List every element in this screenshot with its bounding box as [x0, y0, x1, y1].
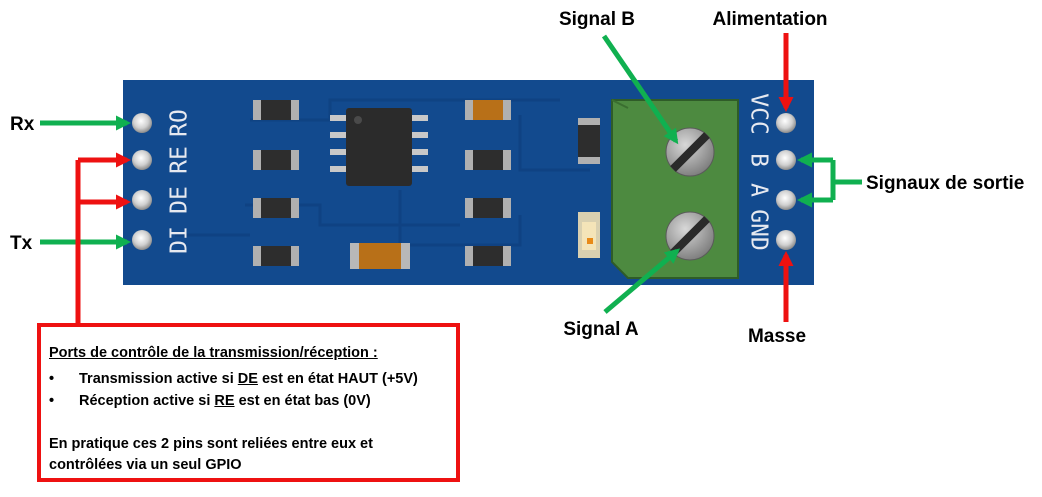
label-rx: Rx [10, 114, 35, 135]
pin-label-re: RE [167, 146, 193, 174]
terminal-block [611, 99, 739, 279]
arrow-re-de-control [75, 152, 131, 323]
pin-label-a: A [746, 183, 772, 197]
bullet-text: est en état bas (0V) [234, 393, 371, 409]
pin-label-ro: RO [167, 109, 193, 137]
bullet-text: Réception active si [79, 393, 215, 409]
label-tx: Tx [10, 233, 33, 254]
label-signaux-sortie: Signaux de sortie [866, 173, 1024, 194]
info-note: En pratique ces 2 pins sont reliées entr… [49, 436, 373, 473]
right-pin-pads [776, 113, 796, 250]
bullet-text: Transmission active si [79, 371, 238, 387]
smd-resistor [465, 198, 511, 218]
label-alimentation: Alimentation [712, 9, 827, 30]
label-masse: Masse [748, 326, 806, 347]
smd-capacitor [465, 100, 511, 120]
bullet-key-de: DE [237, 371, 258, 387]
arrow-signaux-sortie [797, 152, 862, 208]
control-ports-info-box: Ports de contrôle de la transmission/réc… [37, 323, 460, 482]
smd-resistor [465, 246, 511, 266]
pin-label-vcc: VCC [746, 93, 772, 135]
smd-resistor [465, 150, 511, 170]
ic-chip [330, 108, 428, 186]
label-signal-b: Signal B [559, 9, 635, 30]
bullet-text: est en état HAUT (+5V) [257, 371, 418, 387]
bullet-dot: • [49, 371, 55, 387]
left-pin-pads [132, 113, 152, 250]
bullet-key-re: RE [214, 393, 235, 409]
bullet-dot: • [49, 393, 55, 409]
pin-label-gnd: GND [746, 209, 772, 251]
led [578, 212, 600, 258]
smd-resistor [253, 100, 299, 120]
smd-resistor [253, 246, 299, 266]
pin-label-di: DI [167, 226, 193, 254]
info-title: Ports de contrôle de la transmission/réc… [49, 345, 378, 361]
arrow-signal-b [601, 34, 679, 145]
smd-resistor [253, 198, 299, 218]
arrow-signal-a [603, 248, 681, 314]
smd-capacitor [350, 243, 410, 269]
pin-label-de: DE [167, 186, 193, 214]
screw-signal-a [665, 211, 715, 261]
smd-resistor [253, 150, 299, 170]
pcb-board: RO RE DE DI VCC B A GND [123, 80, 814, 285]
smd-resistor [578, 118, 600, 164]
label-signal-a: Signal A [563, 319, 639, 340]
pin-label-b: B [746, 153, 772, 167]
